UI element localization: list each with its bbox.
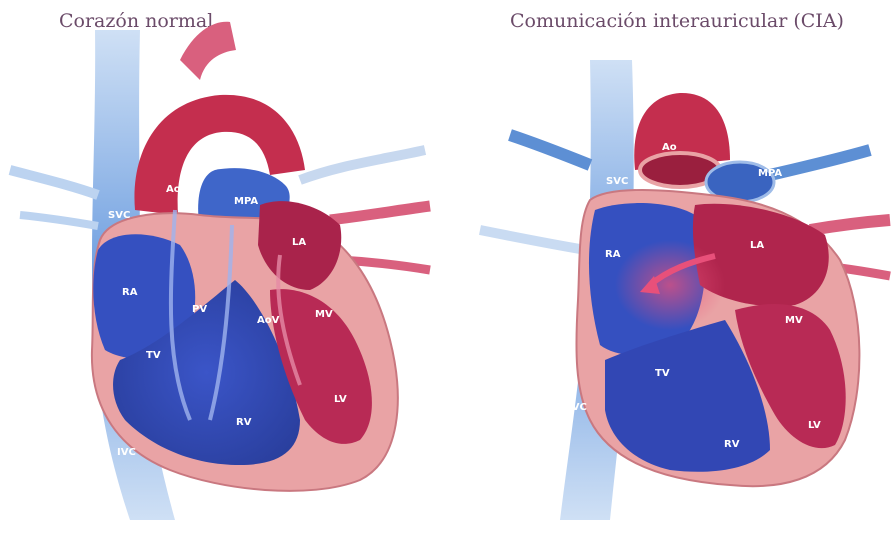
- label-tv: TV: [655, 368, 670, 379]
- branch-vein: [10, 170, 98, 195]
- label-la: LA: [292, 237, 306, 248]
- normal-heart-illustration: SVC Ao MPA LA RA PV AoV MV TV RV LV IVC: [0, 0, 440, 533]
- label-mpa: MPA: [234, 196, 258, 207]
- pulmonary-artery-branch: [770, 150, 870, 175]
- label-lv: LV: [808, 420, 821, 431]
- label-mpa: MPA: [758, 168, 782, 179]
- panel-asd-heart: Comunicación interauricular (CIA): [440, 0, 893, 533]
- label-tv: TV: [146, 350, 161, 361]
- label-ivc: IVC: [117, 447, 136, 458]
- label-svc: SVC: [108, 210, 130, 221]
- label-svc: SVC: [606, 176, 628, 187]
- label-ra: RA: [122, 287, 138, 298]
- label-rv: RV: [724, 439, 740, 450]
- branch-vein: [480, 230, 586, 250]
- label-ao: Ao: [166, 184, 181, 195]
- label-aov: AoV: [257, 315, 280, 326]
- branch-vein: [510, 135, 590, 165]
- aortic-branch: [180, 22, 236, 80]
- label-mv: MV: [785, 315, 803, 326]
- asd-heart-illustration: Ao MPA SVC LA RA MV TV RV LV IVC: [440, 0, 893, 533]
- pulmonary-vein: [810, 220, 890, 230]
- label-ao: Ao: [662, 142, 677, 153]
- label-ivc: IVC: [568, 402, 587, 413]
- label-ra: RA: [605, 249, 621, 260]
- label-rv: RV: [236, 417, 252, 428]
- branch-vein: [20, 215, 98, 226]
- pulmonary-artery-branch: [300, 150, 425, 180]
- shunt-glow: [615, 240, 725, 330]
- label-pv: PV: [192, 304, 207, 315]
- pulmonary-vein: [330, 206, 430, 220]
- label-mv: MV: [315, 309, 333, 320]
- label-lv: LV: [334, 394, 347, 405]
- label-la: LA: [750, 240, 764, 251]
- panel-normal-heart: Corazón normal: [0, 0, 440, 533]
